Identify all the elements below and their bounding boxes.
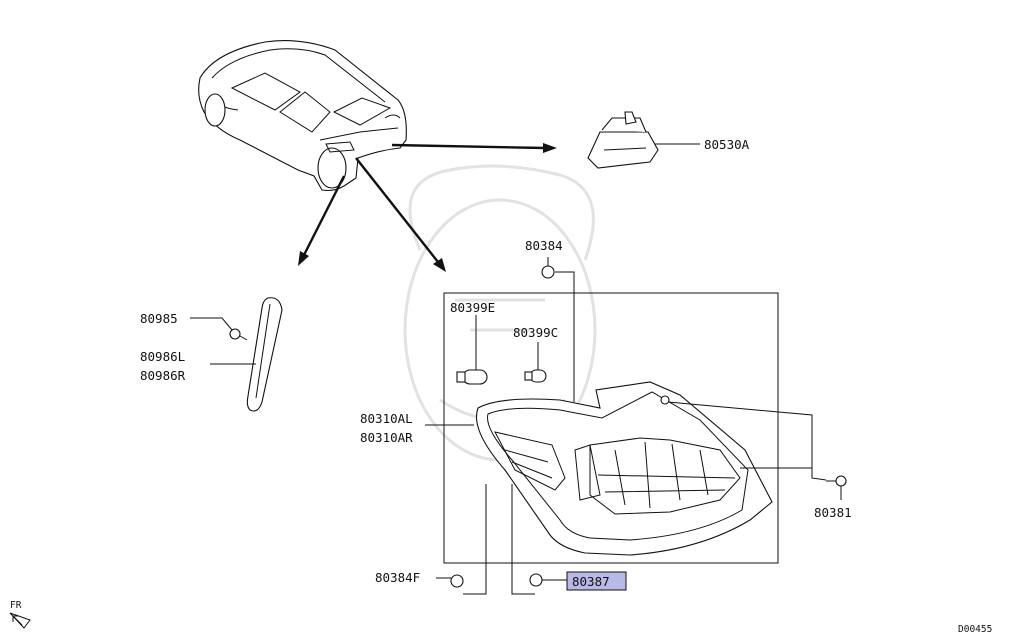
label-80387: 80387 — [572, 574, 610, 589]
car-arrows — [298, 143, 557, 272]
label-80986r: 80986R — [140, 368, 186, 383]
cap-80384f — [436, 574, 464, 588]
fr-arrow-icon — [9, 612, 31, 629]
bulb-80399e — [456, 315, 488, 385]
label-80985: 80985 — [140, 311, 178, 326]
license-lamp-80530a — [587, 111, 700, 169]
frame-code: D00455 — [958, 624, 992, 635]
label-80310ar: 80310AR — [360, 430, 413, 445]
label-80986l: 80986L — [140, 349, 185, 364]
label-80384f: 80384F — [375, 570, 420, 585]
highlight-80387[interactable] — [566, 571, 627, 591]
car-illustration — [198, 40, 407, 192]
screw-80985 — [229, 328, 248, 341]
label-80384: 80384 — [525, 238, 563, 253]
label-80381: 80381 — [814, 505, 852, 520]
nut-80387 — [529, 573, 568, 587]
tail-lamp-80310 — [476, 381, 773, 556]
label-80399c: 80399C — [513, 325, 558, 340]
bulb-80399c — [524, 342, 547, 383]
screw-80381 — [826, 475, 847, 500]
lamp-assembly-box — [443, 292, 779, 564]
label-80310al: 80310AL — [360, 411, 413, 426]
label-80530a: 80530A — [704, 137, 750, 152]
bulb-cap-80384 — [541, 257, 575, 402]
fr-label: FR — [10, 600, 22, 611]
reflector-80986 — [246, 297, 283, 412]
label-80399e: 80399E — [450, 300, 495, 315]
